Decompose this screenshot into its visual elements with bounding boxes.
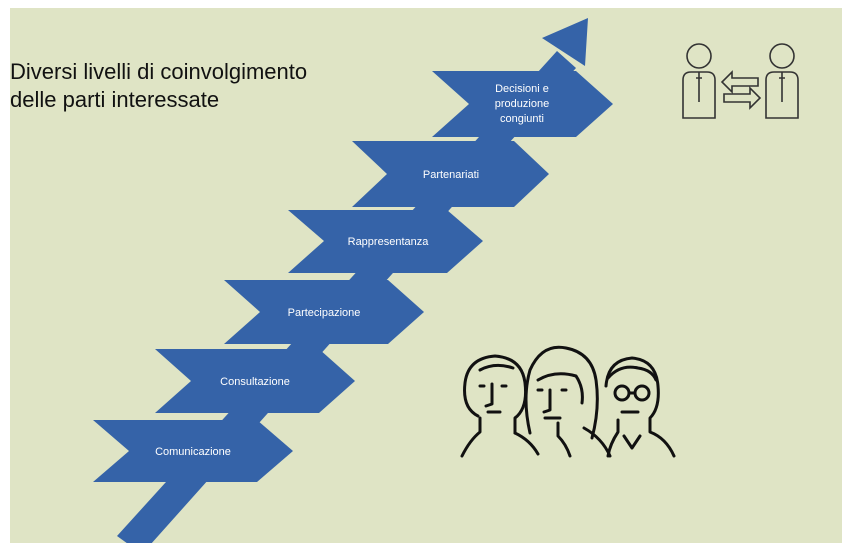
step-label-partecipazione: Partecipazione	[288, 307, 361, 319]
step-comunicazione: Comunicazione	[93, 420, 293, 482]
step-rappresentanza: Rappresentanza	[288, 210, 483, 273]
slide-title: Diversi livelli di coinvolgimento delle …	[10, 58, 307, 114]
title-line-2: delle parti interessate	[10, 87, 220, 112]
slide: Diversi livelli di coinvolgimento delle …	[10, 8, 842, 543]
exchange-people-icon	[682, 43, 799, 119]
staircase-diagram: Comunicazione Consultazione Partecipazio…	[93, 18, 799, 543]
step-label-comunicazione: Comunicazione	[155, 446, 231, 458]
title-line-1: Diversi livelli di coinvolgimento	[10, 59, 308, 84]
group-of-people-icon	[460, 345, 676, 458]
step-label-rappresentanza: Rappresentanza	[348, 236, 430, 248]
step-label-consultazione: Consultazione	[220, 376, 290, 388]
step-consultazione: Consultazione	[155, 349, 355, 413]
step-label-decisioni-line-3: congiunti	[500, 113, 544, 125]
step-label-decisioni-line-1: Decisioni e	[495, 83, 549, 95]
step-label-partenariati: Partenariati	[423, 169, 479, 181]
step-partecipazione: Partecipazione	[224, 280, 424, 344]
step-decisioni: Decisioni e produzione congiunti	[432, 71, 613, 137]
step-partenariati: Partenariati	[352, 141, 549, 207]
step-label-decisioni-line-2: produzione	[495, 98, 549, 110]
